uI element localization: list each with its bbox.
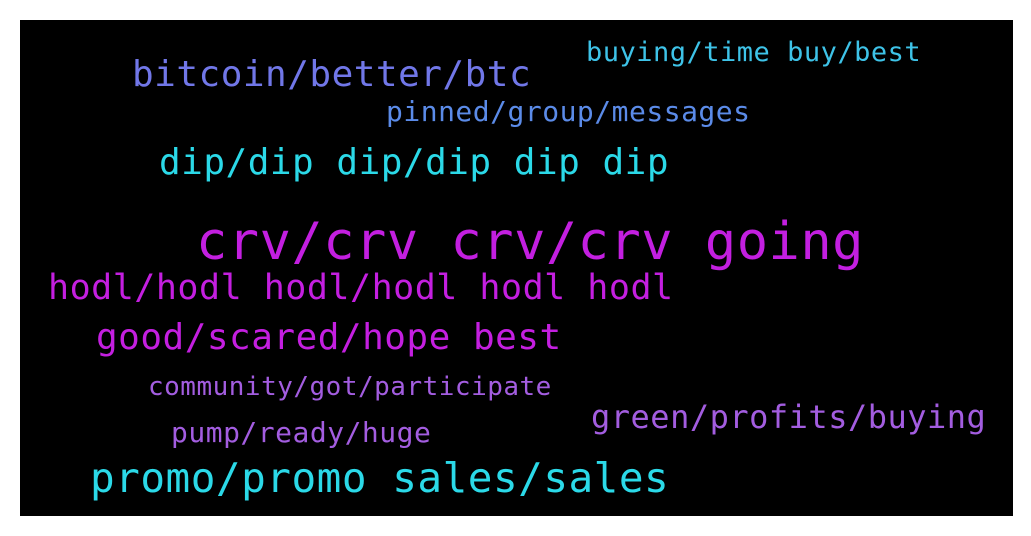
word: buying/time buy/best (586, 37, 922, 68)
word: bitcoin/better/btc (132, 54, 532, 95)
word: pinned/group/messages (386, 95, 751, 128)
word: promo/promo sales/sales (90, 454, 670, 502)
word: community/got/participate (148, 372, 552, 402)
word: good/scared/hope best (96, 317, 562, 358)
word: hodl/hodl hodl/hodl hodl hodl (48, 268, 674, 308)
word-cloud: crv/crv crv/crv going hodl/hodl hodl/hod… (20, 20, 1013, 516)
word: dip/dip dip/dip dip dip (159, 142, 669, 183)
word: green/profits/buying (591, 398, 987, 436)
word: crv/crv crv/crv going (196, 212, 864, 272)
word: pump/ready/huge (171, 416, 432, 449)
